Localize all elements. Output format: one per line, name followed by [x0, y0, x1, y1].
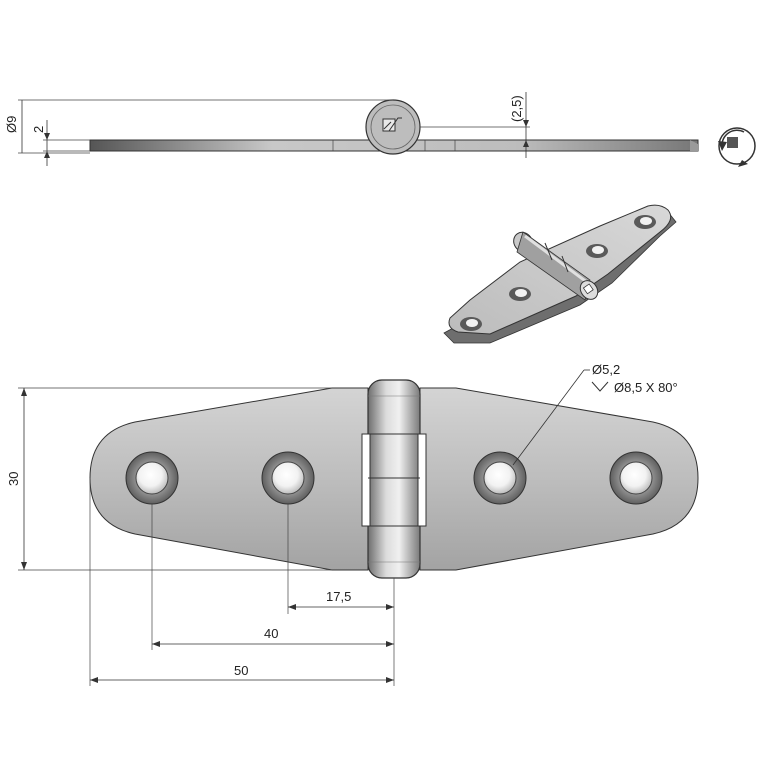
isometric-knuckle — [513, 231, 599, 301]
isometric-hole — [460, 317, 482, 331]
isometric-hole — [634, 215, 656, 229]
mounting-hole — [125, 451, 179, 505]
isometric-view — [443, 204, 677, 344]
dim-height-label: 30 — [6, 472, 21, 486]
rotate-view-icon[interactable] — [718, 127, 756, 167]
dim-countersink-label: Ø8,5 X 80° — [614, 380, 678, 395]
side-view-plate-chamfer — [690, 140, 698, 151]
hinge-knuckle — [361, 379, 427, 579]
isometric-hole — [586, 244, 608, 258]
dim-hole-diameter-label: Ø5,2 — [592, 362, 620, 377]
dim-diameter-label: Ø9 — [4, 116, 19, 133]
dim-inner-hole-label: 17,5 — [326, 589, 351, 604]
dim-offset-label: (2,5) — [509, 95, 524, 122]
mounting-hole — [261, 451, 315, 505]
dim-thickness-label: 2 — [31, 126, 46, 133]
isometric-hole — [509, 287, 531, 301]
mounting-hole — [473, 451, 527, 505]
side-view: Ø9 2 (2,5) — [4, 92, 699, 166]
mounting-hole — [609, 451, 663, 505]
dim-edge-label: 50 — [234, 663, 248, 678]
right-leaf — [419, 387, 699, 571]
dim-outer-hole-label: 40 — [264, 626, 278, 641]
plan-view: 30 Ø5,2 Ø8,5 X 80° 17,5 40 50 — [6, 362, 699, 686]
